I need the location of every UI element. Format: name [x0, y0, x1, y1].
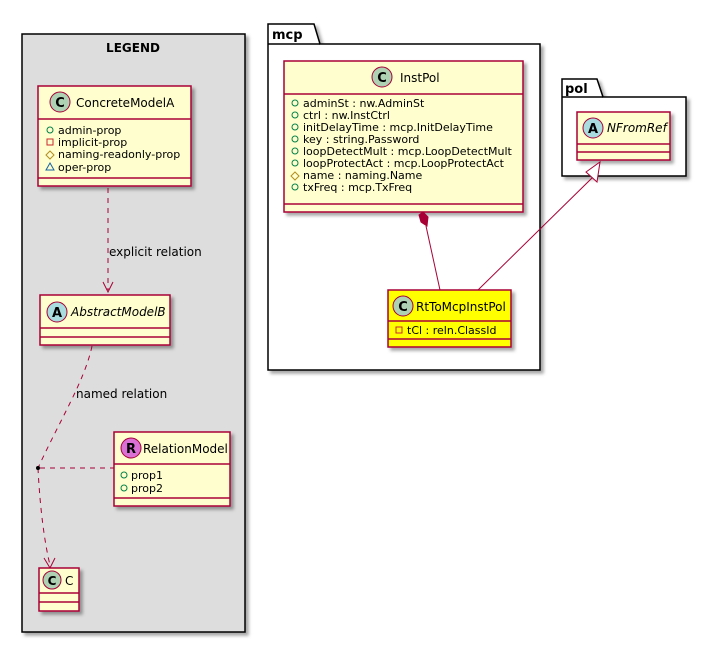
- attribute: ctrl : nw.InstCtrl: [303, 109, 390, 122]
- attribute: admin-prop: [58, 124, 121, 137]
- attribute: prop1: [131, 469, 163, 482]
- stereotype-letter: A: [52, 306, 62, 321]
- attribute: initDelayTime : mcp.InitDelayTime: [303, 121, 493, 134]
- attribute: loopDetectMult : mcp.LoopDetectMult: [303, 145, 513, 158]
- visibility-public-icon: [120, 471, 128, 479]
- rt-to-mcp-instpol-class[interactable]: C RtToMcpInstPol tCl : reln.ClassId: [387, 289, 512, 348]
- class-stereotype-icon: [392, 295, 414, 317]
- visibility-protected-icon: [290, 171, 300, 181]
- attribute: tCl : reln.ClassId: [407, 324, 497, 337]
- package-name: pol: [565, 82, 588, 97]
- attribute: loopProtectAct : mcp.LoopProtectAct: [303, 157, 505, 170]
- class-name: C: [65, 574, 73, 588]
- c-class[interactable]: C C: [38, 567, 80, 612]
- stereotype-letter: A: [588, 122, 598, 137]
- package-name: mcp: [272, 28, 303, 43]
- generalization-relation: [477, 160, 601, 291]
- visibility-package-icon: [45, 161, 55, 171]
- visibility-public-icon: [291, 99, 299, 107]
- visibility-private-icon: [395, 326, 403, 334]
- visibility-private-icon: [46, 138, 54, 146]
- visibility-protected-icon: [45, 150, 55, 160]
- attribute: naming-readonly-prop: [58, 148, 180, 161]
- abstract-model-b-class[interactable]: A AbstractModelB: [39, 294, 171, 346]
- concrete-model-a-class[interactable]: C ConcreteModelA admin-prop implicit-pro…: [37, 85, 192, 187]
- abstract-stereotype-icon: [582, 117, 604, 139]
- visibility-public-icon: [291, 159, 299, 167]
- relation-stereotype-icon: [120, 437, 142, 459]
- attribute: key : string.Password: [303, 133, 419, 146]
- relation-model-class[interactable]: R RelationModel prop1 prop2: [113, 431, 231, 507]
- stereotype-letter: C: [398, 300, 408, 315]
- nfromref-class[interactable]: A NFromRef: [576, 111, 671, 161]
- composition-relation: [418, 211, 441, 291]
- explicit-relation-label: explicit relation: [109, 245, 202, 259]
- named-relation-arrow: named relation: [36, 345, 167, 570]
- class-name: AbstractModelB: [70, 305, 166, 319]
- attribute: adminSt : nw.AdminSt: [303, 97, 425, 110]
- association-point: [36, 466, 40, 470]
- visibility-public-icon: [291, 123, 299, 131]
- class-name: RtToMcpInstPol: [416, 300, 506, 314]
- explicit-relation-arrow: explicit relation: [102, 188, 202, 294]
- class-name: RelationModel: [143, 442, 228, 456]
- stereotype-letter: C: [55, 96, 65, 111]
- stereotype-letter: C: [377, 71, 387, 86]
- attribute: txFreq : mcp.TxFreq: [303, 181, 412, 194]
- visibility-public-icon: [291, 183, 299, 191]
- attribute: prop2: [131, 482, 163, 495]
- class-stereotype-icon: [371, 66, 393, 88]
- named-relation-label: named relation: [76, 387, 167, 401]
- legend-title: LEGEND: [106, 41, 160, 55]
- attribute: oper-prop: [58, 161, 111, 174]
- class-name: NFromRef: [607, 121, 669, 135]
- attribute: name : naming.Name: [303, 169, 423, 182]
- visibility-public-icon: [46, 126, 54, 134]
- visibility-public-icon: [120, 484, 128, 492]
- visibility-public-icon: [291, 111, 299, 119]
- instpol-class[interactable]: C InstPol adminSt : nw.AdminSt ctrl : nw…: [283, 60, 524, 213]
- visibility-public-icon: [291, 147, 299, 155]
- class-stereotype-icon: [42, 570, 62, 590]
- class-name: ConcreteModelA: [76, 96, 175, 110]
- stereotype-letter: R: [126, 442, 136, 457]
- attribute: implicit-prop: [58, 136, 127, 149]
- abstract-stereotype-icon: [46, 301, 68, 323]
- stereotype-letter: C: [48, 574, 57, 588]
- class-stereotype-icon: [49, 91, 71, 113]
- visibility-public-icon: [291, 135, 299, 143]
- class-name: InstPol: [400, 71, 440, 85]
